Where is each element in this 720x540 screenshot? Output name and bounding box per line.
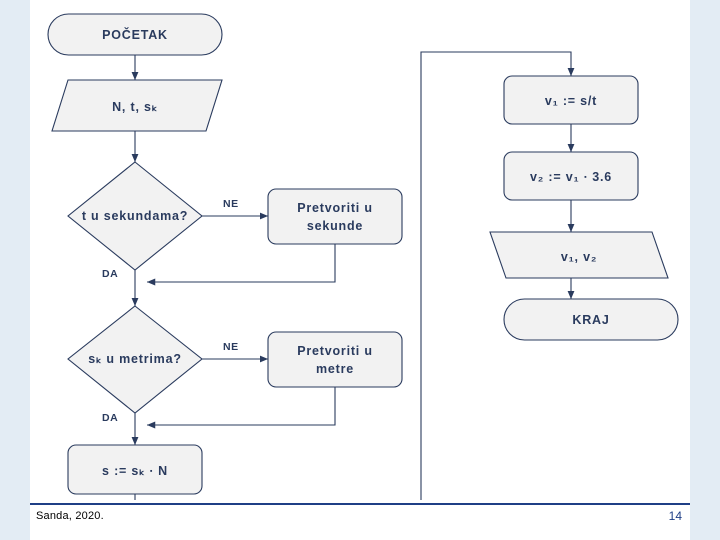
node-convert-seconds-line1: Pretvoriti u (297, 201, 373, 215)
node-convert-seconds-line2: sekunde (307, 219, 363, 233)
edge-label-time-no: NE (223, 198, 239, 210)
node-calc-s: s := sₖ ∙ N (67, 444, 203, 495)
node-decision-metres-label: sₖ u metrima? (88, 352, 182, 366)
edge-label-time-yes: DA (102, 268, 118, 280)
footer-credit: Sanda, 2020. (36, 510, 104, 522)
node-end-label: KRAJ (572, 313, 609, 327)
node-output-label: v₁, v₂ (561, 250, 597, 264)
node-calc-v1: v₁ := s/t (503, 75, 639, 125)
node-decision-metres: sₖ u metrima? (67, 305, 203, 414)
node-calc-s-label: s := sₖ ∙ N (102, 464, 168, 478)
node-output: v₁, v₂ (489, 231, 669, 279)
node-decision-time-label: t u sekundama? (82, 209, 188, 223)
node-start-label: POČETAK (102, 27, 168, 42)
footer-divider (30, 503, 690, 505)
edge-label-metres-yes: DA (102, 412, 118, 424)
left-side-band (0, 0, 30, 540)
node-calc-v2: v₂ := v₁ ∙ 3.6 (503, 151, 639, 201)
node-convert-seconds: Pretvoriti u sekunde (267, 188, 403, 245)
slide-number: 14 (668, 509, 682, 523)
node-calc-v2-label: v₂ := v₁ ∙ 3.6 (530, 170, 612, 184)
flowchart-image: POČETAK N, t, sₖ t u sekundama? Pretvori… (30, 4, 690, 500)
node-end: KRAJ (503, 298, 679, 341)
node-input-label: N, t, sₖ (112, 100, 158, 114)
node-convert-metres-line2: metre (316, 362, 354, 376)
right-side-band (690, 0, 720, 540)
node-input: N, t, sₖ (51, 79, 223, 132)
node-convert-metres: Pretvoriti u metre (267, 331, 403, 388)
node-convert-metres-line1: Pretvoriti u (297, 344, 373, 358)
node-calc-v1-label: v₁ := s/t (545, 94, 597, 108)
edge-label-metres-no: NE (223, 341, 239, 353)
node-decision-time: t u sekundama? (67, 161, 203, 271)
node-start: POČETAK (47, 13, 223, 56)
